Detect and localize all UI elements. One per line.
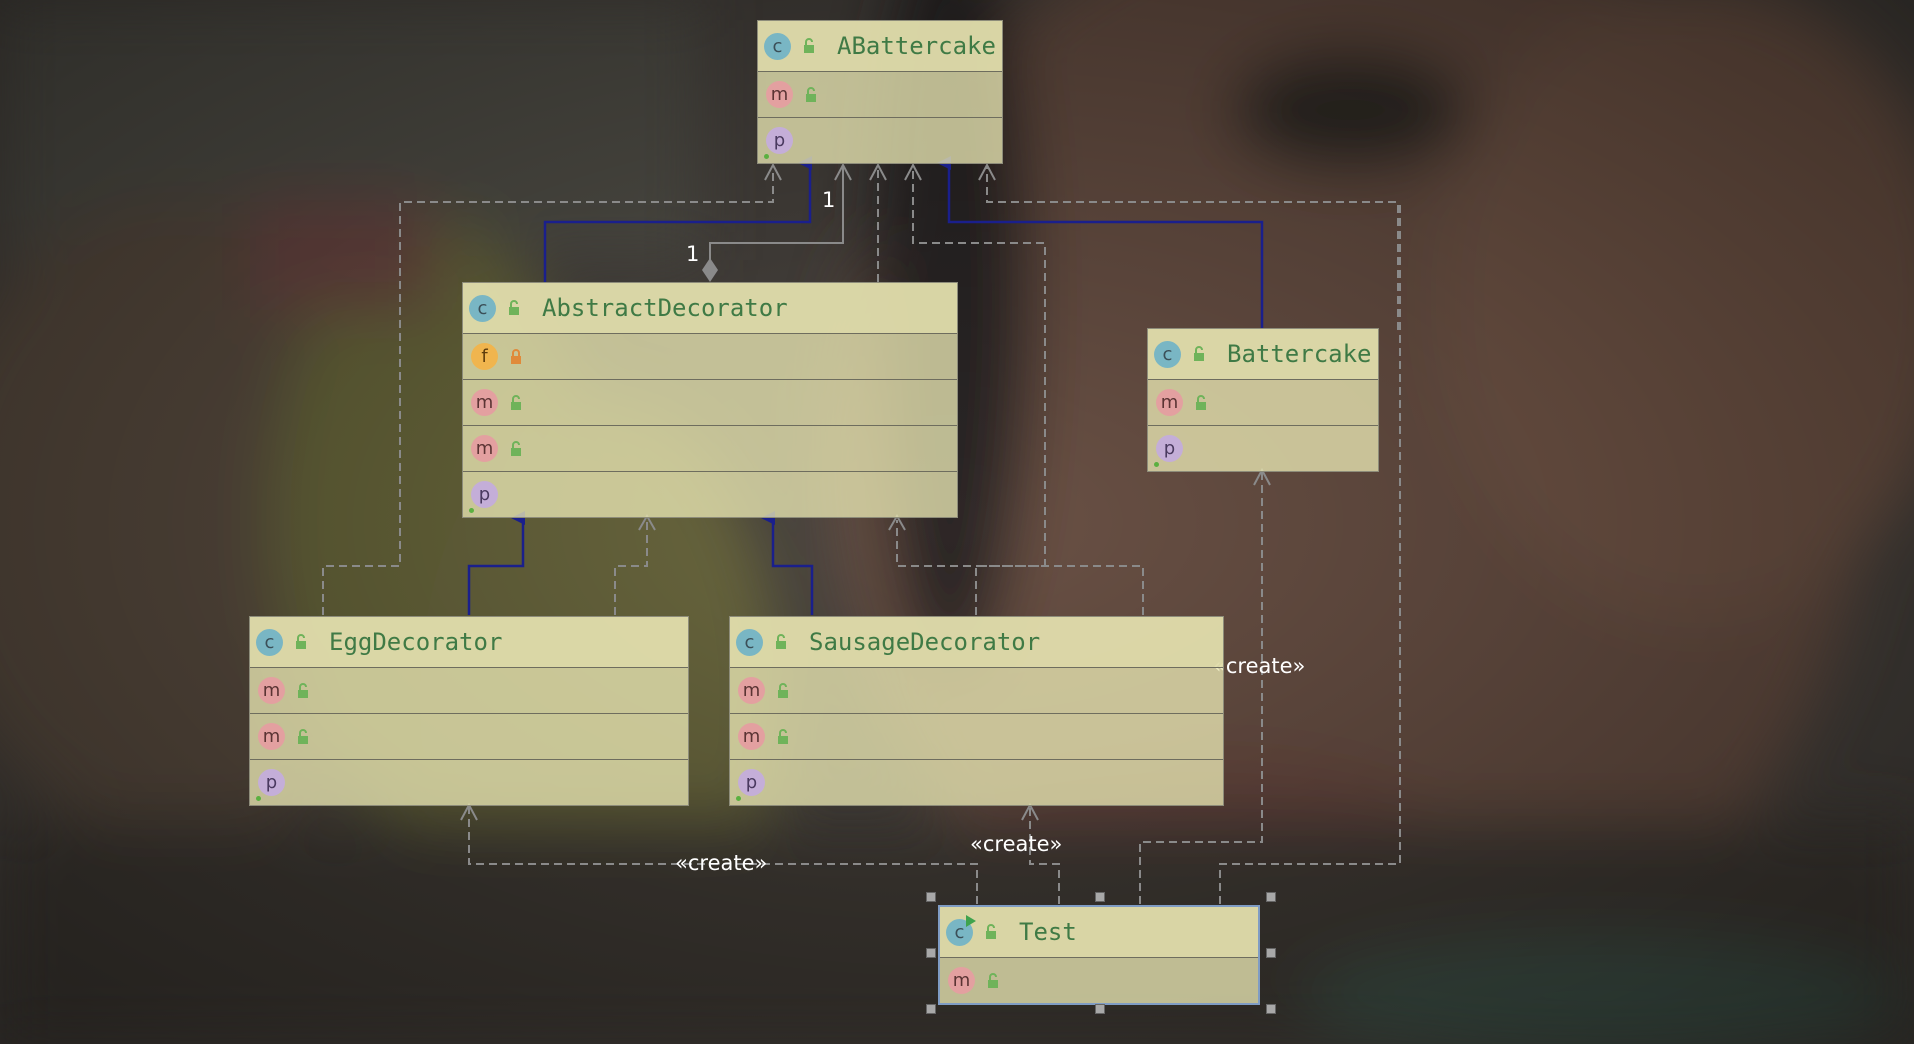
member-row[interactable]: p (1148, 426, 1378, 471)
method-icon: m (471, 389, 498, 416)
multiplicity-bottom-label: 1 (686, 242, 700, 266)
property-icon: p (258, 769, 285, 796)
private-lock-icon (511, 348, 521, 364)
method-icon: m (738, 677, 765, 704)
member-row[interactable]: m (1148, 380, 1378, 426)
member-row[interactable]: m (730, 714, 1223, 760)
property-icon: p (471, 481, 498, 508)
class-abstract-decorator[interactable]: c AbstractDecorator f m m p (462, 282, 958, 518)
property-icon: p (738, 769, 765, 796)
class-name: EggDecorator (329, 628, 503, 656)
public-lock-icon (298, 728, 308, 744)
public-lock-icon (1194, 346, 1204, 361)
resize-handle-bottom-right[interactable] (1266, 1004, 1276, 1014)
public-lock-icon (778, 682, 788, 698)
create-label-egg: «create» (675, 851, 768, 875)
member-row[interactable]: m (463, 380, 957, 426)
member-row[interactable]: m (940, 958, 1258, 1003)
class-name: Test (1019, 918, 1077, 946)
visibility-dot (469, 508, 474, 513)
member-row[interactable]: p (250, 760, 688, 805)
class-icon: c (1154, 340, 1181, 368)
visibility-dot (1154, 462, 1159, 467)
class-name: Battercake (1227, 340, 1372, 368)
member-row[interactable]: m (250, 668, 688, 714)
class-icon: c (469, 294, 496, 322)
class-name: SausageDecorator (809, 628, 1041, 656)
public-lock-icon (988, 972, 998, 988)
property-icon: p (766, 127, 793, 154)
public-lock-icon (511, 394, 521, 410)
method-icon: m (471, 435, 498, 462)
class-abattercake[interactable]: c ABattercake m p (757, 20, 1003, 164)
public-lock-icon (778, 728, 788, 744)
public-lock-icon (509, 300, 519, 315)
property-icon: p (1156, 435, 1183, 462)
public-lock-icon (511, 440, 521, 456)
member-row[interactable]: p (463, 472, 957, 517)
resize-handle-bottom[interactable] (1095, 1004, 1105, 1014)
member-row[interactable]: m (758, 72, 1002, 118)
member-row[interactable]: m (463, 426, 957, 472)
resize-handle-top-right[interactable] (1266, 892, 1276, 902)
resize-handle-top-left[interactable] (926, 892, 936, 902)
method-icon: m (1156, 389, 1183, 416)
member-row[interactable]: m (730, 668, 1223, 714)
resize-handle-right[interactable] (1266, 948, 1276, 958)
visibility-dot (764, 154, 769, 159)
class-icon: c (764, 32, 791, 60)
method-icon: m (948, 967, 975, 994)
public-lock-icon (804, 38, 814, 53)
resize-handle-top[interactable] (1095, 892, 1105, 902)
resize-handle-left[interactable] (926, 948, 936, 958)
run-icon (966, 914, 976, 927)
public-lock-icon (296, 634, 306, 649)
class-name: ABattercake (837, 32, 996, 60)
method-icon: m (258, 723, 285, 750)
visibility-dot (256, 796, 261, 801)
class-icon: c (256, 628, 283, 656)
field-icon: f (471, 343, 498, 370)
class-icon: c (946, 914, 976, 946)
public-lock-icon (806, 86, 816, 102)
class-egg-decorator[interactable]: c EggDecorator m m p (249, 616, 689, 806)
class-icon: c (736, 628, 763, 656)
multiplicity-top-label: 1 (822, 188, 836, 212)
class-sausage-decorator[interactable]: c SausageDecorator m m p (729, 616, 1224, 806)
create-label-sausage: «create» (970, 832, 1063, 856)
resize-handle-bottom-left[interactable] (926, 1004, 936, 1014)
method-icon: m (738, 723, 765, 750)
method-icon: m (258, 677, 285, 704)
method-icon: m (766, 81, 793, 108)
class-battercake[interactable]: c Battercake m p (1147, 328, 1379, 472)
create-label-battercake: «create» (1213, 654, 1306, 678)
public-lock-icon (986, 924, 996, 939)
member-row[interactable]: f (463, 334, 957, 380)
member-row[interactable]: p (730, 760, 1223, 805)
member-row[interactable]: m (250, 714, 688, 760)
public-lock-icon (298, 682, 308, 698)
member-row[interactable]: p (758, 118, 1002, 163)
public-lock-icon (776, 634, 786, 649)
class-name: AbstractDecorator (542, 294, 788, 322)
public-lock-icon (1196, 394, 1206, 410)
class-test[interactable]: c Test m (938, 905, 1260, 1005)
visibility-dot (736, 796, 741, 801)
